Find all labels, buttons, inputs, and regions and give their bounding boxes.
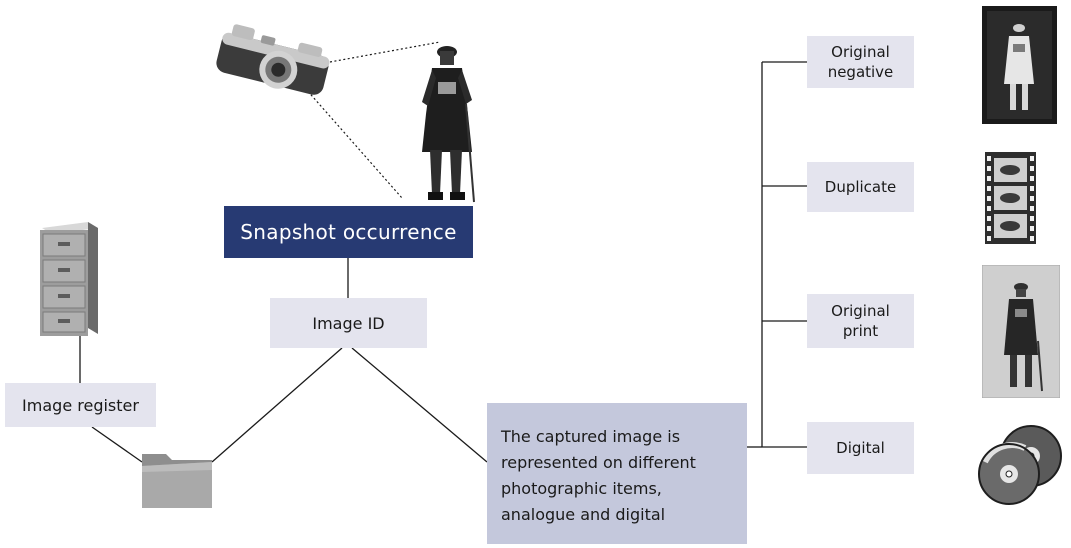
photographer-figure [422,46,475,203]
original-negative-line-1: Original [831,43,890,61]
original-negative-line-2: negative [827,63,894,81]
duplicate-box: Duplicate [807,162,914,212]
digital-label: Digital [836,439,885,457]
connector-imageid-folder [211,347,343,463]
image-id-box: Image ID [270,298,427,348]
snapshot-occurrence-label: Snapshot occurrence [240,220,457,244]
camera-icon [216,24,330,95]
image-register-box: Image register [5,383,156,427]
original-negative-box: Original negative [807,36,914,88]
cd-discs-icon [978,425,1062,505]
connector-imageid-captured [351,347,488,463]
captured-line-2: represented on different [501,452,696,472]
filing-cabinet-icon [40,222,98,336]
sightline-bottom [304,87,403,199]
duplicate-label: Duplicate [824,178,897,196]
folder-icon [142,454,212,508]
image-register-label: Image register [22,395,139,415]
captured-image-box: The captured image is represented on dif… [487,403,747,544]
film-strip-icon [985,152,1036,244]
captured-image-text: The captured image is represented on dif… [501,424,696,528]
connector-register-folder [91,426,143,463]
original-print-line-2: print [842,322,879,340]
original-print-box: Original print [807,294,914,348]
digital-box: Digital [807,422,914,474]
sightline-top [329,41,441,63]
original-print-line-1: Original [831,302,890,320]
print-photo [982,265,1060,398]
captured-line-3: photographic items, [501,478,662,498]
captured-line-4: analogue and digital [501,504,666,524]
negative-photo [982,6,1057,124]
snapshot-occurrence-box: Snapshot occurrence [224,206,473,258]
captured-line-1: The captured image is [501,426,681,446]
image-id-label: Image ID [312,313,385,333]
